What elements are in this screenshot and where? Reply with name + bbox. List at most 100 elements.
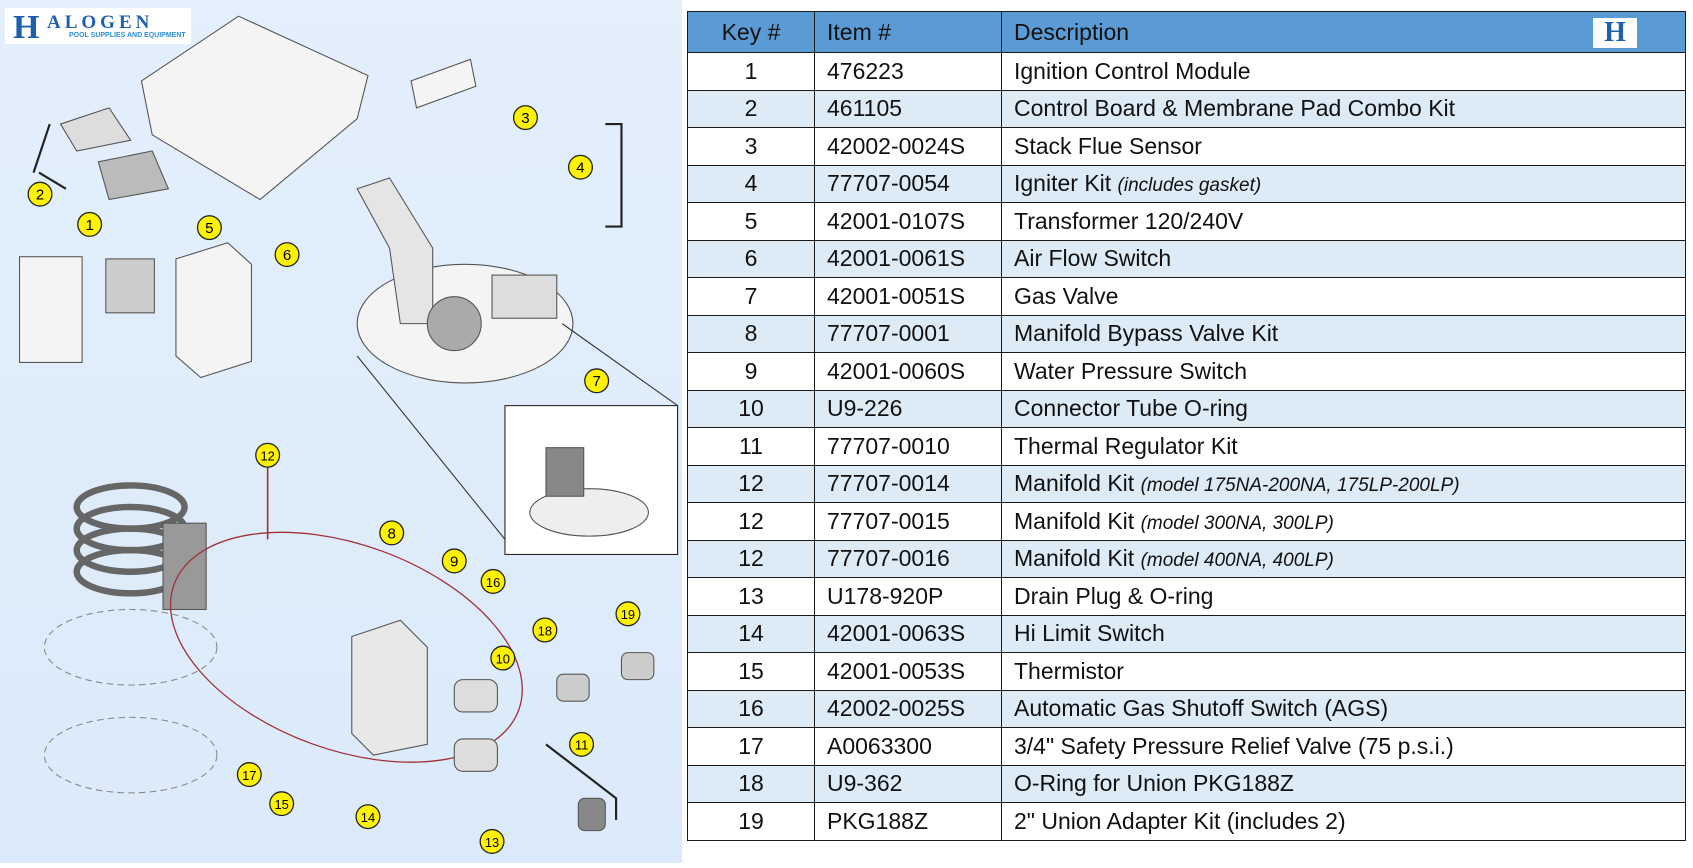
cell-description: Stack Flue Sensor xyxy=(1001,127,1686,166)
header-key: Key # xyxy=(687,11,815,53)
logo-tagline: POOL SUPPLIES AND EQUIPMENT xyxy=(69,32,186,39)
cell-description: Control Board & Membrane Pad Combo Kit xyxy=(1001,89,1686,128)
header-description-label: Description xyxy=(1014,18,1130,45)
cell-item: 461105 xyxy=(814,89,1002,128)
callout-5: 5 xyxy=(196,215,222,241)
cell-item: 77707-0054 xyxy=(814,164,1002,203)
callout-circle xyxy=(615,601,641,627)
callout-number: 9 xyxy=(450,553,458,570)
description-text: 3/4" Safety Pressure Relief Valve (75 p.… xyxy=(1014,732,1454,759)
cell-item: U9-226 xyxy=(814,389,1002,428)
cell-item: 42001-0061S xyxy=(814,239,1002,278)
cell-description: 3/4" Safety Pressure Relief Valve (75 p.… xyxy=(1001,727,1686,766)
cell-description: O-Ring for Union PKG188Z xyxy=(1001,764,1686,803)
cell-key: 5 xyxy=(687,202,815,241)
cell-item: 77707-0016 xyxy=(814,539,1002,578)
callout-17: 17 xyxy=(236,762,262,788)
callout-18: 18 xyxy=(532,617,558,643)
cell-description: Drain Plug & O-ring xyxy=(1001,577,1686,616)
description-text: Gas Valve xyxy=(1014,282,1119,309)
cell-item: 42001-0051S xyxy=(814,277,1002,316)
cell-item: U9-362 xyxy=(814,764,1002,803)
callout-number: 13 xyxy=(485,835,499,850)
cell-key: 3 xyxy=(687,127,815,166)
description-text: Transformer 120/240V xyxy=(1014,207,1244,234)
callout-4: 4 xyxy=(567,154,593,180)
cell-description: Connector Tube O-ring xyxy=(1001,389,1686,428)
callout-2: 2 xyxy=(27,181,53,207)
cell-item: 77707-0014 xyxy=(814,464,1002,503)
callout-14: 14 xyxy=(355,804,381,830)
callout-number: 8 xyxy=(387,525,395,542)
cell-item: 77707-0015 xyxy=(814,502,1002,541)
cell-item: 476223 xyxy=(814,52,1002,91)
cell-description: Transformer 120/240V xyxy=(1001,202,1686,241)
cell-key: 13 xyxy=(687,577,815,616)
callout-circle xyxy=(355,804,381,830)
callout-circle xyxy=(532,617,558,643)
side-panel xyxy=(18,256,83,363)
callout-number: 3 xyxy=(521,110,529,127)
description-text: Hi Limit Switch xyxy=(1014,620,1165,647)
blower-housing xyxy=(491,274,558,319)
cell-description: Gas Valve xyxy=(1001,277,1686,316)
description-text: Control Board & Membrane Pad Combo Kit xyxy=(1014,95,1456,122)
description-text: Thermistor xyxy=(1014,657,1124,684)
description-text: Stack Flue Sensor xyxy=(1014,132,1202,159)
callout-circle xyxy=(512,105,538,131)
cell-item: 42002-0024S xyxy=(814,127,1002,166)
cell-item: 42001-0053S xyxy=(814,652,1002,691)
cell-key: 9 xyxy=(687,352,815,391)
description-text: Manifold Kit xyxy=(1014,545,1135,572)
cell-description: Thermal Regulator Kit xyxy=(1001,427,1686,466)
description-text: 2" Union Adapter Kit (includes 2) xyxy=(1014,807,1346,834)
description-note: (model 400NA, 400LP) xyxy=(1140,550,1334,572)
cell-key: 18 xyxy=(687,764,815,803)
header-logo-icon: H xyxy=(1593,18,1637,48)
cell-key: 17 xyxy=(687,727,815,766)
cell-description: Manifold Bypass Valve Kit xyxy=(1001,314,1686,353)
callout-circle xyxy=(479,828,505,854)
cell-key: 14 xyxy=(687,614,815,653)
callout-8: 8 xyxy=(379,520,405,546)
cell-item: PKG188Z xyxy=(814,802,1002,841)
callout-circle xyxy=(77,211,103,237)
cell-item: A0063300 xyxy=(814,727,1002,766)
cell-description: Manifold Kit (model 300NA, 300LP) xyxy=(1001,502,1686,541)
cell-key: 1 xyxy=(687,52,815,91)
callout-number: 19 xyxy=(621,607,635,622)
callout-number: 11 xyxy=(575,738,588,753)
halogen-logo: H ALOGEN POOL SUPPLIES AND EQUIPMENT xyxy=(5,8,191,46)
cell-item: U178-920P xyxy=(814,577,1002,616)
control-board xyxy=(97,150,170,201)
callout-19: 19 xyxy=(615,601,641,627)
cell-key: 2 xyxy=(687,89,815,128)
cell-item: 42001-0060S xyxy=(814,352,1002,391)
description-text: Igniter Kit xyxy=(1014,170,1112,197)
callout-number: 7 xyxy=(592,373,600,390)
ignition-module xyxy=(105,258,155,314)
callout-circle xyxy=(584,368,610,394)
table-header-row: Key # Item # Description H xyxy=(687,11,1686,53)
cell-key: 7 xyxy=(687,277,815,316)
cell-description: Hi Limit Switch xyxy=(1001,614,1686,653)
callout-3: 3 xyxy=(512,105,538,131)
callout-number: 15 xyxy=(274,797,288,812)
callout-9: 9 xyxy=(441,548,467,574)
